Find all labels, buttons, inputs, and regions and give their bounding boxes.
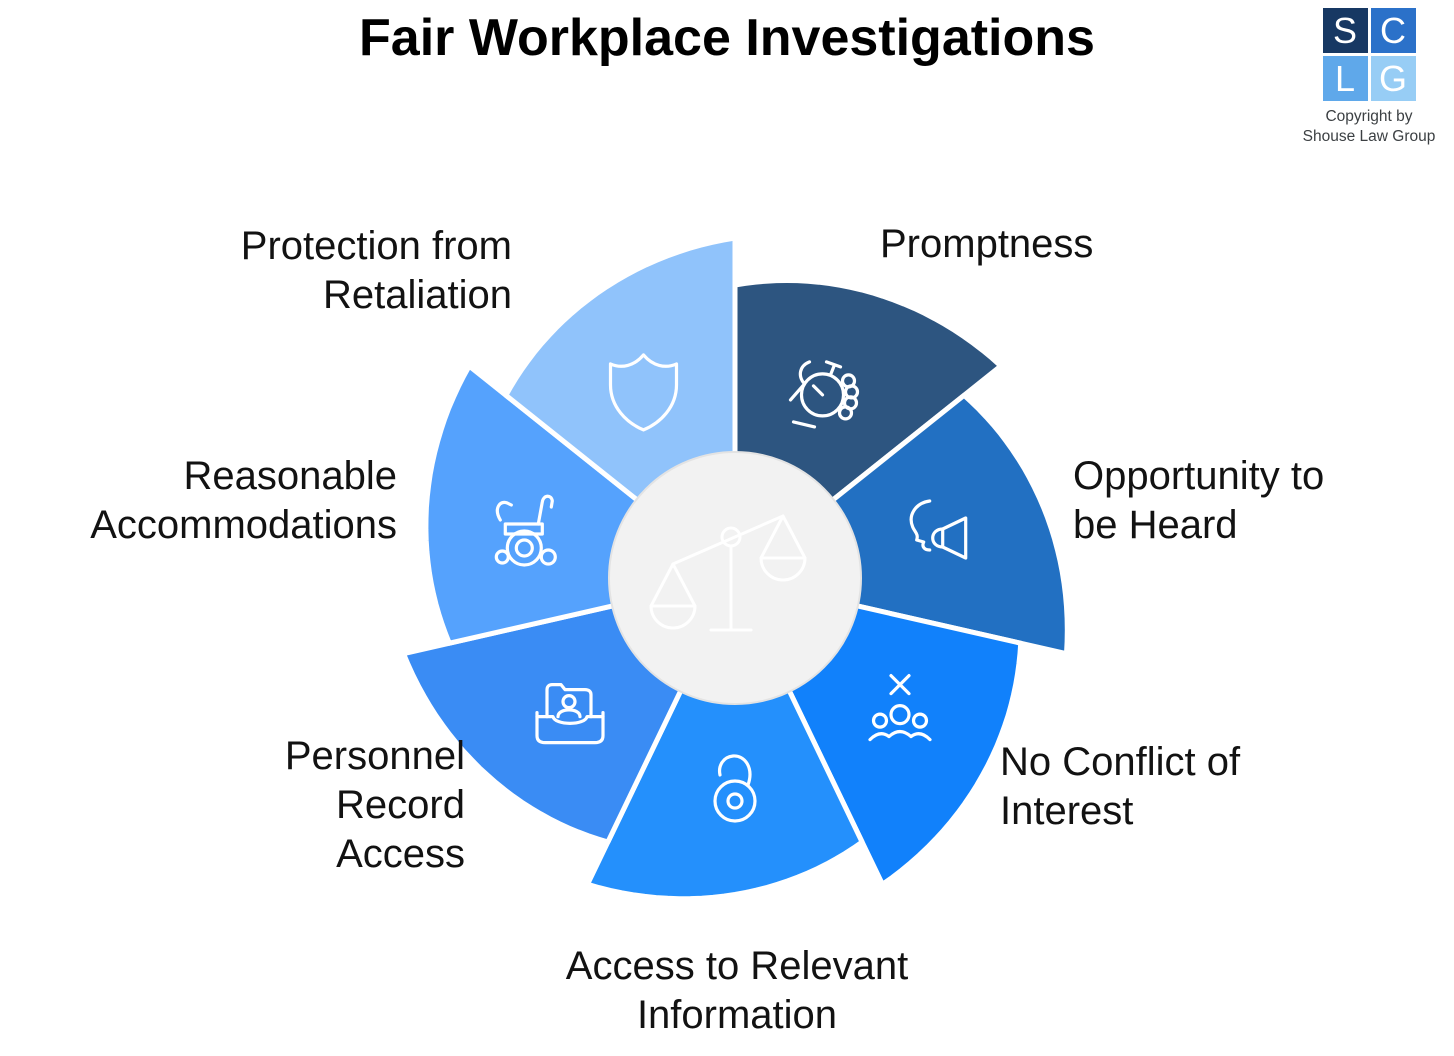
label-line: Record (336, 783, 465, 827)
logo-letter-s: S (1332, 9, 1357, 51)
copyright-text: Copyright by Shouse Law Group (1290, 107, 1448, 147)
sclg-logo: S C L G Copyright by Shouse Law Group (1290, 8, 1448, 147)
label-promptness: Promptness (880, 220, 1093, 269)
copyright-line-1: Copyright by (1325, 108, 1413, 125)
logo-square-c: C (1370, 8, 1416, 53)
label-opportunity-to-be-heard: Opportunity to be Heard (1073, 452, 1324, 550)
label-line: Opportunity to (1073, 454, 1325, 498)
label-line: Accommodations (90, 503, 397, 547)
copyright-line-2: Shouse Law Group (1302, 128, 1436, 145)
label-no-conflict-of-interest: No Conflict of Interest (1000, 738, 1240, 836)
label-line: Promptness (880, 222, 1094, 266)
label-reasonable-accommodations: Reasonable Accommodations (0, 452, 397, 550)
label-personnel-record-access: Personnel Record Access (115, 732, 465, 879)
label-line: be Heard (1073, 503, 1238, 547)
label-protection-from-retaliation: Protection from Retaliation (112, 222, 512, 320)
segment-access-to-relevant-information (585, 575, 865, 902)
label-line: Reasonable (183, 454, 398, 498)
logo-letter-c: C (1380, 9, 1406, 51)
label-line: No Conflict of (1000, 740, 1241, 784)
logo-square-g: G (1370, 56, 1416, 101)
label-line: Retaliation (322, 273, 512, 317)
sclg-logo-grid: S C L G (1290, 8, 1448, 101)
center-circle (608, 451, 862, 705)
label-line: Interest (1000, 789, 1134, 833)
label-line: Access to Relevant (565, 944, 909, 988)
label-line: Personnel (284, 734, 465, 778)
logo-letter-g: G (1378, 57, 1407, 99)
label-line: Protection from (240, 224, 512, 268)
logo-square-l: L (1322, 56, 1368, 101)
label-access-to-relevant-information: Access to Relevant Information (377, 942, 1097, 1040)
label-line: Information (636, 993, 838, 1037)
page-title: Fair Workplace Investigations (359, 9, 1095, 67)
logo-letter-l: L (1334, 57, 1356, 99)
logo-square-s: S (1322, 8, 1368, 53)
label-line: Access (336, 832, 465, 876)
